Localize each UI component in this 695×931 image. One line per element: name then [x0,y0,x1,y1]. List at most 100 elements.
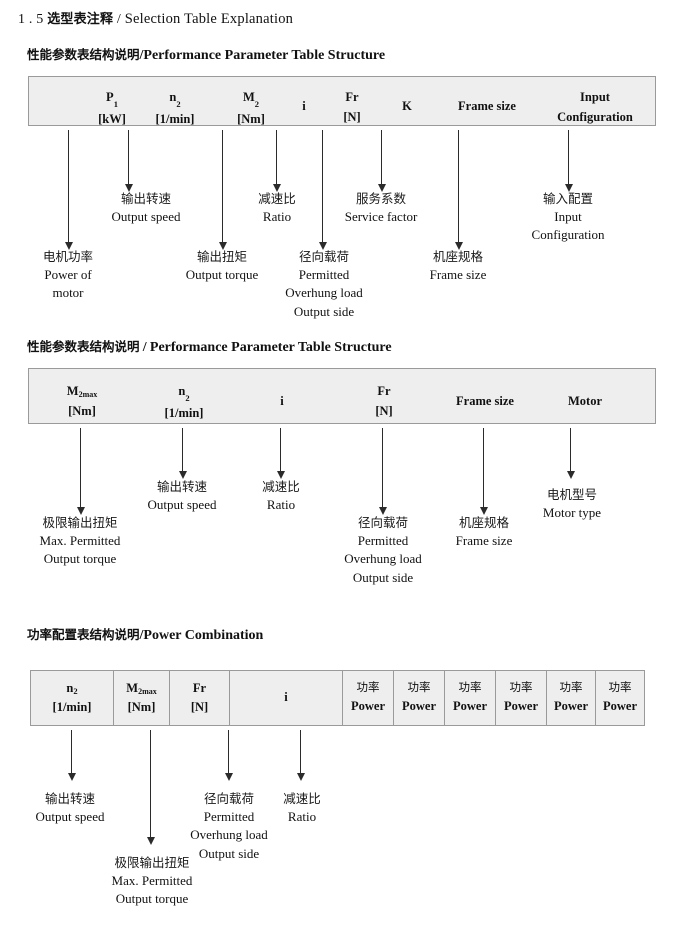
label-en-1: Output speed [35,808,105,824]
label-cn: 电机功率 [42,249,94,264]
section-title-separator: / [116,12,122,27]
label-output-speed-1: 输出转速 Output speed [112,190,181,226]
label-cn: 机座规格 [458,515,510,530]
table3-col-fr-symbol: Fr [192,680,207,695]
arrow-to-frame-size [454,130,463,250]
label-cn: 减速比 [283,791,321,806]
label-en-1: Permitted [357,532,409,548]
table3-power-cn: 功率 [356,680,380,695]
table2-col-frame-size: Frame size [456,394,514,408]
label-cn: 极限输出扭矩 [42,515,118,530]
label-en-1: Permitted [203,808,255,824]
table3-col-power-1: 功率 Power [343,671,394,725]
label-power-of-motor-1: 电机功率 Power of motor [43,248,93,303]
table3-col-n2-unit: [1/min] [52,700,92,714]
arrow-to-output-torque [218,130,227,250]
arrow-to-overhung-load-2 [378,428,387,515]
label-ratio-2: 减速比 Ratio [262,478,300,514]
table3-power-cn: 功率 [407,680,431,695]
label-input-configuration-1: 输入配置 Input Configuration [532,190,605,245]
label-cn: 输入配置 [542,191,593,206]
arrow-to-output-speed-3 [67,730,76,781]
label-cn: 输出转速 [156,479,207,494]
label-en-1: Power of [44,266,92,282]
performance-parameter-table-2: M2max[Nm] n2[1/min] i Fr[N] Frame size M… [28,368,656,424]
label-en-1: Output speed [111,208,181,224]
table3-power-cn: 功率 [559,680,583,695]
label-cn: 减速比 [262,479,300,494]
section-number: 1 . 5 [18,12,44,27]
section-title-en: Selection Table Explanation [124,11,294,27]
label-en-2: Output torque [115,891,189,907]
label-cn: 径向载荷 [203,791,254,806]
table2-col-i: i [280,394,284,408]
label-max-permitted-output-torque-2: 极限输出扭矩 Max. Permitted Output torque [40,514,121,569]
table2-col-m2max: M2max[Nm] [66,384,98,418]
label-overhung-load-2: 径向载荷 Permitted Overhung load Output side [344,514,422,587]
label-cn: 输出扭矩 [196,249,248,264]
arrow-to-motor-type-2 [566,428,575,479]
arrow-to-service-factor [377,130,386,192]
table3-col-fr: Fr [N] [170,671,230,725]
label-frame-size-2: 机座规格 Frame size [456,514,513,550]
arrow-to-ratio [272,130,281,192]
table3-power-cn: 功率 [509,680,533,695]
label-frame-size-1: 机座规格 Frame size [430,248,487,284]
label-en-3: Output side [293,303,355,319]
arrow-to-ratio-2 [276,428,285,479]
arrow-to-ratio-3 [296,730,305,781]
label-en-2: Overhung load [285,285,363,301]
label-cn: 电机型号 [546,487,598,502]
table3-power-en: Power [602,699,637,714]
section-3-heading: 功率配置表结构说明/Power Combination [27,624,263,644]
label-en-1: Input [554,208,582,224]
table3-power-en: Power [452,699,487,714]
label-en-1: Motor type [542,504,602,520]
table1-col-k: K [402,99,412,113]
section-1-heading-en: Performance Parameter Table Structure [143,48,386,63]
page-title: 1 . 5 选型表注释 / Selection Table Explanatio… [18,8,293,28]
section-1-heading: 性能参数表结构说明/Performance Parameter Table St… [27,44,385,64]
label-en-1: Frame size [455,532,513,548]
table1-col-fr: Fr[N] [343,90,361,124]
table3-col-power-5: 功率 Power [547,671,596,725]
table3-col-fr-unit: [N] [190,700,209,714]
table3-col-power-2: 功率 Power [394,671,445,725]
table3-col-power-4: 功率 Power [496,671,547,725]
table3-power-en: Power [401,699,436,714]
arrow-to-max-permitted-output-torque-3 [146,730,155,845]
table3-col-power-6: 功率 Power [596,671,644,725]
label-en-1: Ratio [287,808,317,824]
label-en-1: Ratio [266,496,296,512]
label-en-3: Output side [352,569,414,585]
label-en-2: Output torque [43,551,117,567]
section-2-heading-cn: 性能参数表结构说明 [27,339,140,354]
label-en-3: Output side [198,845,260,861]
label-cn: 输出转速 [120,191,171,206]
label-en-2: Overhung load [344,551,422,567]
table3-col-n2: n2 [1/min] [31,671,114,725]
section-2-heading: 性能参数表结构说明 / Performance Parameter Table … [27,336,392,356]
table3-power-cn: 功率 [608,680,632,695]
table1-col-m2: M2[Nm] [237,90,265,127]
table3-power-en: Power [503,699,538,714]
table1-col-p1: P1[kW] [98,90,126,127]
arrow-to-overhung-load-3 [224,730,233,781]
table2-col-fr: Fr[N] [375,384,393,418]
table2-col-motor: Motor [567,394,603,408]
arrow-to-input-configuration [564,130,573,192]
label-cn: 机座规格 [432,249,484,264]
table3-col-n2-symbol: n2 [66,680,78,696]
label-output-speed-2: 输出转速 Output speed [148,478,217,514]
label-output-torque-1: 输出扭矩 Output torque [186,248,259,284]
label-en-2: Overhung load [190,827,268,843]
arrow-to-overhung-load [318,130,327,250]
label-en-1: Max. Permitted [111,872,193,888]
performance-parameter-table-1: P1[kW] n2[1/min] M2[Nm] i Fr[N] K Frame … [28,76,656,126]
section-3-heading-en: Power Combination [143,628,264,643]
table3-col-i: i [230,671,343,725]
table3-power-cn: 功率 [458,680,482,695]
table3-power-en: Power [553,699,588,714]
